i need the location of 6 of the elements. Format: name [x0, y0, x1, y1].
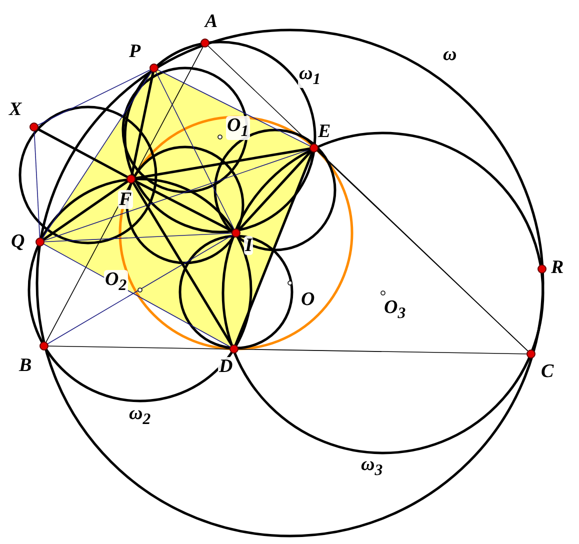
point-label: Q: [10, 232, 26, 251]
point-label: F: [118, 190, 133, 209]
point-label: O$_{2}$: [104, 270, 128, 294]
point-label: I: [244, 236, 254, 255]
point-label: O$_{1}$: [226, 116, 250, 140]
point-label: E: [317, 122, 332, 141]
